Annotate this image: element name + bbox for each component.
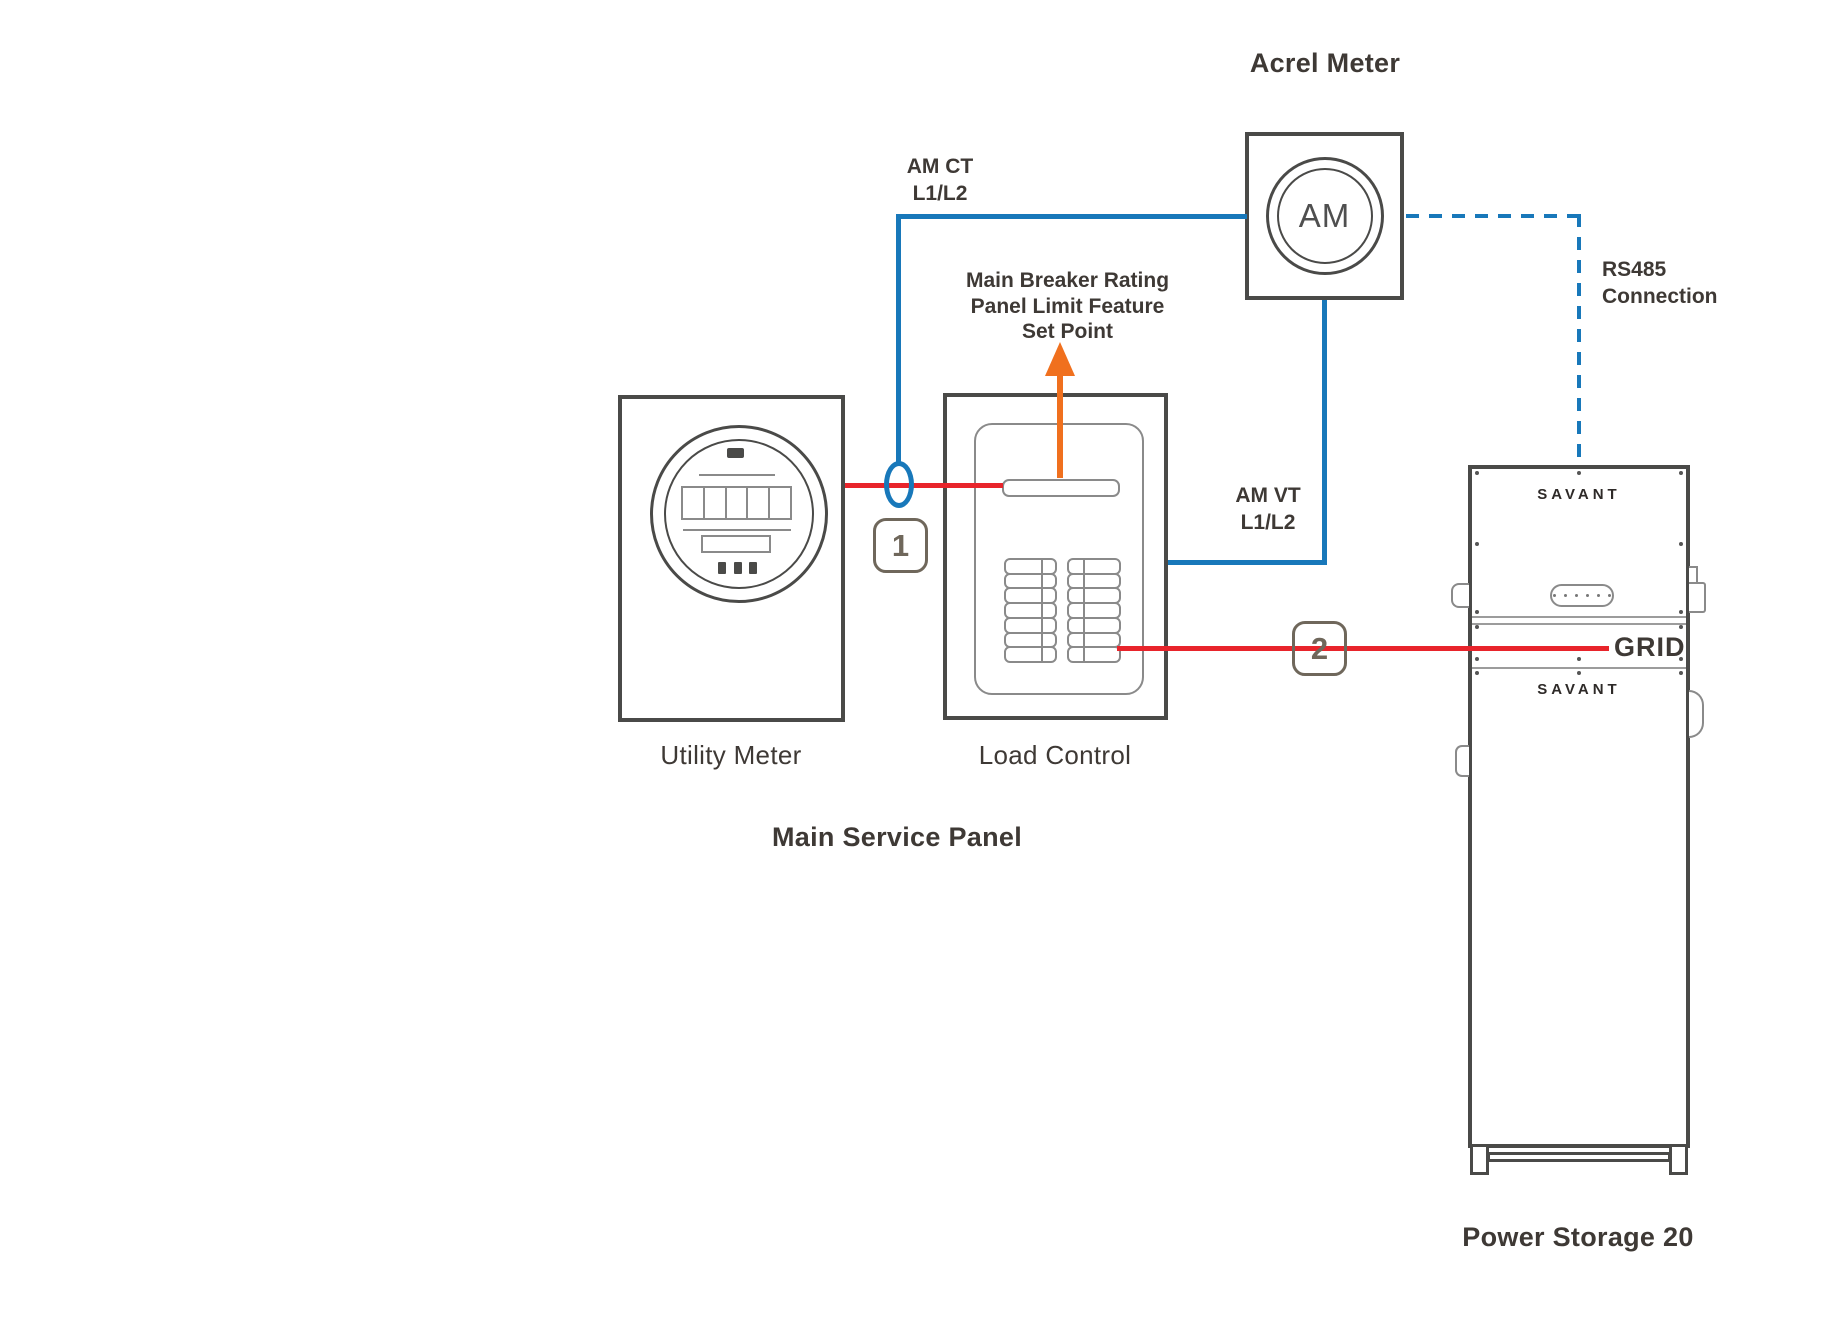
breaker-switch (1067, 646, 1121, 664)
tower-foot-right (1669, 1147, 1688, 1175)
right-bracket-icon (1689, 582, 1706, 613)
screw-dot-icon (1475, 471, 1479, 475)
power-storage-tower: SAVANT SAVANT (1468, 465, 1690, 1148)
screw-dot-icon (1679, 542, 1683, 546)
right-handle-icon (1689, 690, 1704, 738)
utility-meter-label: Utility Meter (660, 740, 802, 770)
screw-dot-icon (1475, 657, 1479, 661)
set-point-arrow-icon (1045, 342, 1075, 376)
screw-dot-icon (1475, 610, 1479, 614)
power-storage-label: Power Storage 20 (1462, 1222, 1694, 1252)
callout-badge-1: 1 (873, 518, 928, 573)
screw-dot-icon (1679, 471, 1683, 475)
acrel-meter-box: AM (1245, 132, 1404, 300)
screw-dot-icon (1679, 671, 1683, 675)
screw-dot-icon (1679, 625, 1683, 629)
vent-indicator-icon (1550, 584, 1614, 607)
set-point-arrow-shaft (1057, 374, 1063, 478)
left-bracket-icon (1451, 583, 1469, 608)
rs485-label: RS485 Connection (1602, 258, 1718, 309)
breaker-switch (1004, 646, 1057, 664)
screw-dot-icon (1679, 610, 1683, 614)
screw-dot-icon (1577, 471, 1581, 475)
am-ct-wire-vertical (896, 214, 901, 466)
grid-port-label: GRID (1614, 632, 1686, 662)
screw-dot-icon (1679, 657, 1683, 661)
am-vt-wire-vertical (1322, 300, 1327, 565)
rs485-wire-vertical (1577, 214, 1581, 466)
screw-dot-icon (1475, 542, 1479, 546)
main-service-panel-label: Main Service Panel (771, 822, 1023, 852)
am-ct-label: AM CT L1/L2 (906, 155, 974, 206)
am-vt-wire-horizontal (1117, 560, 1327, 565)
screw-dot-icon (1577, 671, 1581, 675)
tower-base-bar (1487, 1152, 1671, 1162)
utility-meter-box (618, 395, 845, 722)
left-handle-icon (1455, 745, 1469, 777)
am-vt-label: AM VT L1/L2 (1235, 484, 1301, 535)
grid-conductor-2 (1117, 646, 1609, 651)
main-breaker (1002, 479, 1120, 497)
service-conductor-1 (845, 483, 1003, 488)
load-control-box (943, 393, 1168, 720)
rs485-wire-horizontal (1406, 214, 1580, 218)
screw-dot-icon (1475, 625, 1479, 629)
load-control-label: Load Control (978, 740, 1132, 770)
callout-badge-2: 2 (1292, 621, 1347, 676)
breaker-column-right (1067, 558, 1121, 664)
am-meter-icon: AM (1265, 157, 1384, 275)
savant-logo-bottom: SAVANT (1537, 681, 1621, 698)
utility-meter-dial-icon (650, 425, 828, 603)
savant-logo-top: SAVANT (1537, 486, 1621, 503)
am-symbol: AM (1298, 197, 1351, 234)
am-ct-wire-horizontal (896, 214, 1247, 219)
main-breaker-note: Main Breaker Rating Panel Limit Feature … (965, 269, 1170, 344)
meter-digit-register (681, 486, 792, 520)
acrel-meter-title: Acrel Meter (1249, 48, 1401, 78)
screw-dot-icon (1577, 657, 1581, 661)
ct-clamp-icon (884, 461, 914, 508)
breaker-column-left (1004, 558, 1057, 664)
meter-display (701, 535, 771, 553)
screw-dot-icon (1475, 671, 1479, 675)
